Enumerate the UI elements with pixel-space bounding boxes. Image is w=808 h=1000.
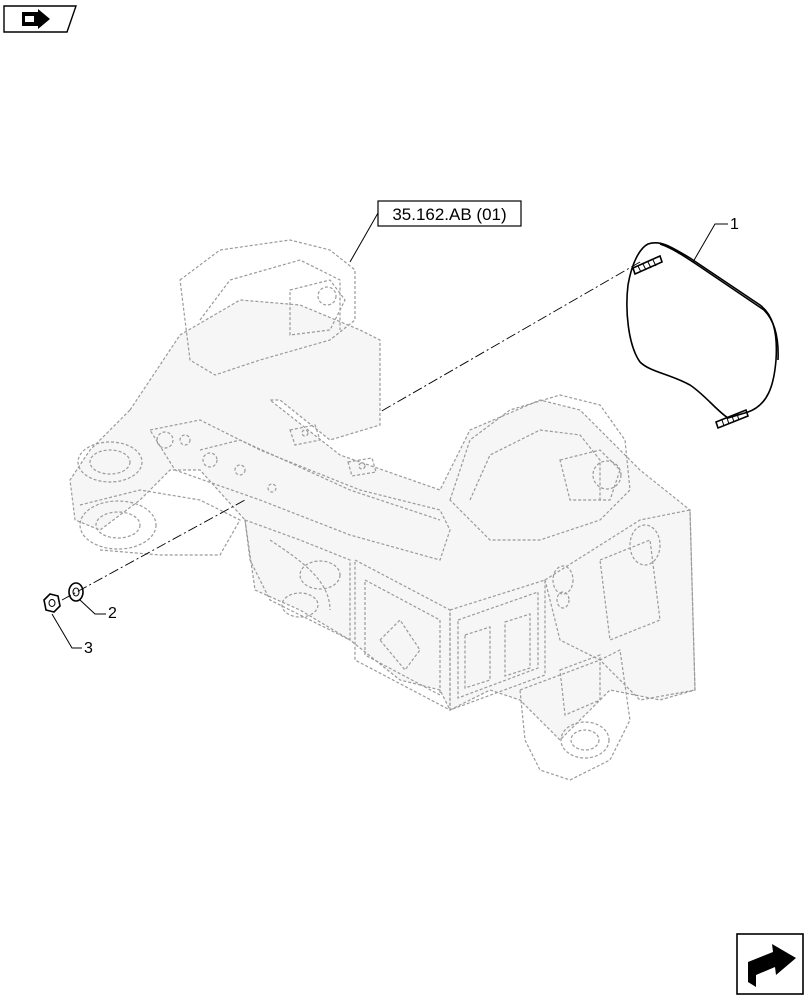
callout-2: 2 — [79, 599, 117, 622]
next-page-arrow-icon[interactable] — [736, 933, 804, 995]
callout-3: 3 — [51, 613, 93, 657]
frame-assembly — [69, 239, 696, 781]
assembly-axis-line — [379, 261, 641, 413]
book-arrow-icon[interactable] — [3, 5, 77, 33]
callout-2-number: 2 — [108, 605, 117, 622]
part-3-nut — [43, 593, 61, 613]
reference-callout[interactable]: 35.162.AB (01) — [349, 200, 522, 263]
callout-1-number: 1 — [730, 216, 739, 233]
part-1-stud-top — [632, 254, 663, 276]
part-1-stud-bottom — [715, 408, 749, 430]
callout-3-number: 3 — [84, 640, 93, 657]
part-2-washer — [68, 582, 84, 602]
reference-label: 35.162.AB (01) — [392, 205, 506, 224]
part-1-cover-plate — [626, 242, 779, 430]
callout-1: 1 — [692, 216, 739, 263]
assembly-axis-line-lower — [61, 499, 246, 601]
